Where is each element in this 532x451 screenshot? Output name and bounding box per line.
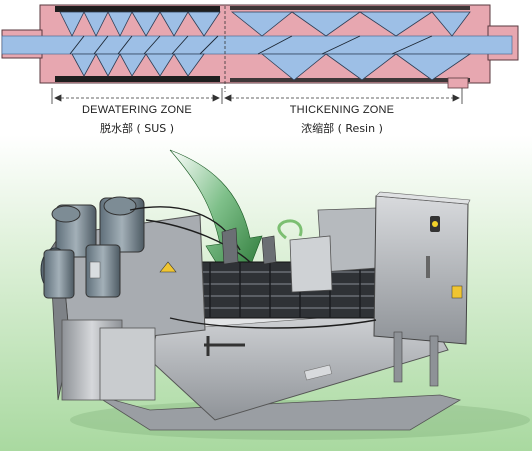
feed-hose bbox=[277, 219, 303, 240]
base-skid bbox=[94, 394, 462, 431]
thickening-zone-subtitle: 浓缩部 ( Resin ) bbox=[301, 122, 383, 135]
screw-diagonals bbox=[69, 35, 433, 55]
screw-flights bbox=[59, 11, 472, 81]
control-panel bbox=[373, 191, 471, 345]
ring-plates-bottom bbox=[55, 76, 470, 82]
machine-illustration bbox=[40, 191, 530, 440]
dewatering-zone-title: DEWATERING ZONE bbox=[82, 104, 192, 116]
screw-barrels bbox=[179, 261, 381, 319]
screw-cross-section bbox=[1, 4, 519, 92]
zone-dimension-lines bbox=[51, 88, 463, 104]
ring-plates-top bbox=[55, 6, 470, 12]
thickening-zone-title: THICKENING ZONE bbox=[289, 104, 395, 116]
screw-shaft bbox=[1, 35, 513, 55]
drive-motor-1 bbox=[40, 204, 97, 299]
dewatering-zone-subtitle: 脱水部 ( SUS ) bbox=[99, 122, 175, 135]
drive-motor-2 bbox=[85, 196, 145, 298]
